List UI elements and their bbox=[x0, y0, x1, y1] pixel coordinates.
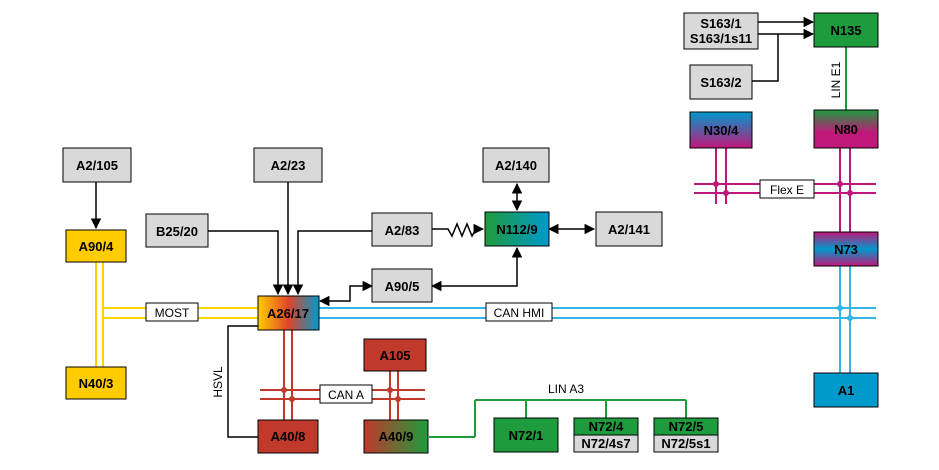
node-n72-4: N72/4 N72/4s7 bbox=[573, 417, 639, 453]
can-hmi-bus bbox=[318, 266, 876, 373]
label-can-a: CAN A bbox=[319, 384, 373, 404]
svg-text:N80: N80 bbox=[834, 122, 858, 137]
svg-text:S163/1s11: S163/1s11 bbox=[690, 31, 752, 46]
node-n73: N73 bbox=[813, 231, 879, 267]
node-a40-8: A40/8 bbox=[257, 419, 319, 454]
svg-text:A40/8: A40/8 bbox=[271, 429, 306, 444]
node-a2-83: A2/83 bbox=[371, 212, 433, 247]
node-a40-9: A40/9 bbox=[363, 419, 429, 454]
node-n112-9: N112/9 bbox=[484, 211, 550, 247]
svg-text:A90/4: A90/4 bbox=[79, 239, 114, 254]
node-a105: A105 bbox=[363, 338, 427, 372]
svg-text:A2/105: A2/105 bbox=[76, 158, 118, 173]
node-n80: N80 bbox=[813, 109, 879, 149]
label-most: MOST bbox=[145, 302, 199, 322]
svg-text:N72/4s7: N72/4s7 bbox=[581, 436, 630, 451]
label-lin-e1: LIN E1 bbox=[829, 61, 843, 98]
node-a2-141: A2/141 bbox=[595, 211, 663, 247]
svg-text:A26/17: A26/17 bbox=[267, 306, 309, 321]
node-a1: A1 bbox=[813, 372, 879, 408]
arrows bbox=[90, 16, 815, 307]
svg-text:S163/1: S163/1 bbox=[700, 16, 741, 31]
hsvl-line bbox=[227, 325, 258, 438]
svg-text:A2/23: A2/23 bbox=[271, 158, 306, 173]
lin-a3-bus bbox=[429, 399, 687, 438]
node-a90-5: A90/5 bbox=[371, 268, 433, 303]
node-a2-140: A2/140 bbox=[482, 147, 550, 183]
svg-text:N135: N135 bbox=[830, 23, 861, 38]
svg-text:A105: A105 bbox=[379, 348, 410, 363]
node-n135: N135 bbox=[813, 12, 879, 48]
svg-text:CAN HMI: CAN HMI bbox=[494, 306, 545, 320]
node-a2-23: A2/23 bbox=[253, 147, 323, 183]
svg-text:N72/1: N72/1 bbox=[509, 428, 544, 443]
label-hsvl: HSVL bbox=[211, 366, 225, 398]
svg-text:A90/5: A90/5 bbox=[385, 279, 420, 294]
flex-e-junctions bbox=[713, 181, 853, 196]
node-n30-4: N30/4 bbox=[689, 111, 753, 149]
svg-text:N112/9: N112/9 bbox=[496, 222, 537, 237]
svg-text:A1: A1 bbox=[838, 383, 855, 398]
svg-text:A40/9: A40/9 bbox=[379, 429, 414, 444]
node-n72-1: N72/1 bbox=[493, 417, 559, 453]
svg-text:B25/20: B25/20 bbox=[156, 224, 198, 239]
svg-text:N40/3: N40/3 bbox=[79, 376, 114, 391]
svg-text:A2/83: A2/83 bbox=[385, 223, 420, 238]
label-lin-a3: LIN A3 bbox=[548, 382, 584, 396]
node-a90-4: A90/4 bbox=[65, 229, 127, 263]
svg-text:N73: N73 bbox=[834, 242, 858, 257]
svg-text:N30/4: N30/4 bbox=[704, 123, 739, 138]
svg-text:N72/5: N72/5 bbox=[669, 419, 704, 434]
node-b25-20: B25/20 bbox=[145, 213, 209, 248]
node-s163-2: S163/2 bbox=[689, 64, 753, 100]
svg-text:A2/141: A2/141 bbox=[608, 222, 650, 237]
label-flex-e: Flex E bbox=[759, 179, 815, 199]
node-s163-1: S163/1 S163/1s11 bbox=[683, 12, 759, 50]
svg-text:MOST: MOST bbox=[155, 306, 190, 320]
node-n72-5: N72/5 N72/5s1 bbox=[653, 417, 719, 453]
svg-text:N72/5s1: N72/5s1 bbox=[661, 436, 710, 451]
can-a-bus bbox=[260, 322, 425, 420]
label-can-hmi: CAN HMI bbox=[485, 302, 553, 322]
node-a26-17: A26/17 bbox=[257, 295, 320, 331]
can-hmi-junctions bbox=[837, 305, 853, 321]
node-n40-3: N40/3 bbox=[65, 366, 127, 400]
svg-text:Flex E: Flex E bbox=[770, 183, 804, 197]
node-a2-105: A2/105 bbox=[62, 147, 132, 183]
can-a-junctions bbox=[281, 387, 401, 402]
svg-text:CAN A: CAN A bbox=[328, 388, 364, 402]
svg-text:A2/140: A2/140 bbox=[495, 158, 537, 173]
svg-text:N72/4: N72/4 bbox=[589, 419, 624, 434]
svg-text:S163/2: S163/2 bbox=[700, 75, 741, 90]
